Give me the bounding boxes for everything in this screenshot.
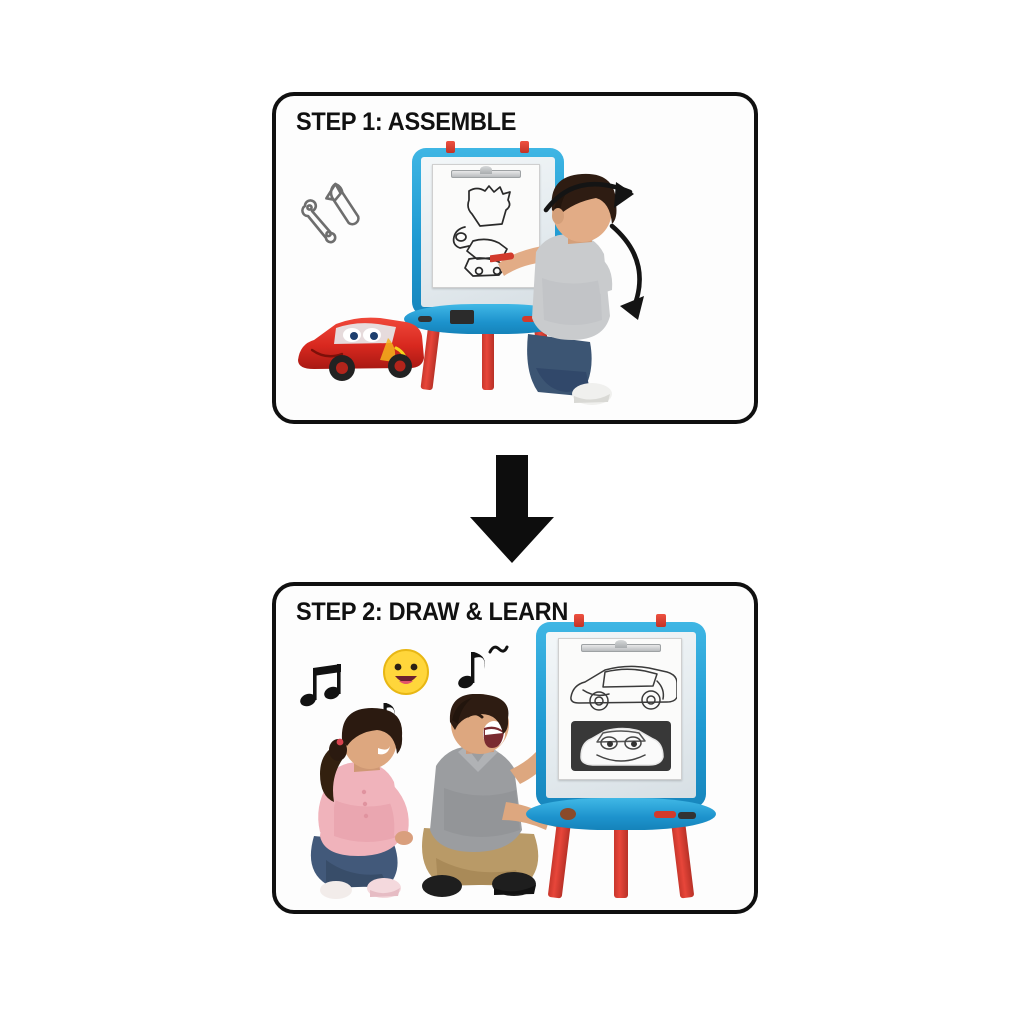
step-2-title: STEP 2: DRAW & LEARN [296,598,569,626]
easel-paper [558,638,682,780]
smiley-face-icon [383,649,429,695]
step-1-title: STEP 1: ASSEMBLE [296,108,517,136]
flow-arrow-icon [470,455,554,563]
marker-1 [654,811,676,818]
easel-step1 [404,138,582,391]
toy-car [298,317,424,381]
easel-knob-left [574,614,584,627]
eraser [560,808,576,820]
easel-tray [526,798,716,830]
eraser [450,310,474,324]
step-1-panel: STEP 1: ASSEMBLE [272,92,758,424]
music-note-small-icon [488,645,509,654]
girl-sitting [292,708,432,906]
marker-2 [678,812,696,819]
step-1-scene [276,96,754,420]
easel-paper [432,164,540,288]
curved-arrow-top-icon [543,181,634,213]
easel-knob-right [520,141,529,153]
wrench-icon [301,182,360,244]
curved-arrow-bottom-icon [609,223,644,320]
marker-3 [418,316,432,322]
paper-clip [581,640,661,652]
paper-clip [451,166,521,178]
step-2-panel: STEP 2: DRAW & LEARN [272,582,758,914]
easel-step2 [526,612,722,899]
music-note-right-icon [458,652,485,689]
easel-knob-left [446,141,455,153]
drawing-car-side [570,665,677,711]
step-2-scene [276,586,754,910]
easel-knob-right [656,614,666,627]
marker-1 [522,316,542,322]
drawing-car-front [571,721,671,771]
easel-frame [536,614,706,808]
boy-drawing [488,168,640,418]
easel-frame [412,141,564,316]
music-note-beamed-icon [300,664,341,707]
